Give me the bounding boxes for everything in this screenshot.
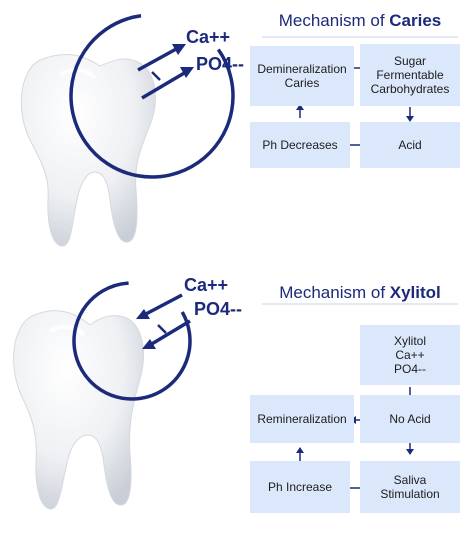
title-keyword: Caries [389,11,442,30]
title-keyword: Xylitol [389,283,441,302]
ph-decreases-cell: Ph Decreases [250,122,350,168]
saliva-cell: Saliva Stimulation [360,461,460,513]
ion-po4-label: PO4-- [194,299,243,319]
arrow-in-icon [136,309,150,319]
acid-cell: Acid [360,122,460,168]
xylitol-panel: Ca++ PO4-- Mechanism of Xylitol Xylitol … [0,267,474,534]
title-prefix: Mechanism of [279,283,390,302]
arrow-down-icon [406,449,414,455]
no-acid-cell: No Acid [360,395,460,443]
arrow-up-icon [296,104,304,110]
tooth-icon [13,310,144,510]
arrow-down-icon [406,116,414,122]
ion-circle [69,13,235,179]
arrow-up-icon [296,447,304,453]
ion-ca-label: Ca++ [186,27,231,47]
caries-title: Mechanism of Caries [262,11,458,31]
ion-ca-label: Ca++ [184,275,229,295]
arrow-out-icon [180,67,194,78]
sugar-cell: Sugar Fermentable Carbohydrates [360,44,460,106]
ion-circle [72,281,192,401]
tooth-icon [20,53,156,247]
caries-panel: Ca++ PO4-- Mechanism of Caries Demineral… [20,11,460,247]
title-prefix: Mechanism of [278,11,390,30]
xylitol-cell: Xylitol Ca++ PO4-- [360,325,460,385]
ph-increase-cell: Ph Increase [250,461,350,513]
arrow-in-icon [142,339,156,349]
demineralization-cell: Demineralization Caries [250,46,354,106]
xylitol-artwork [13,281,458,510]
remineralization-cell: Remineralization [250,395,354,443]
arrow-out-icon [172,44,186,55]
ion-po4-label: PO4-- [196,54,245,74]
xylitol-title: Mechanism of Xylitol [262,283,458,303]
